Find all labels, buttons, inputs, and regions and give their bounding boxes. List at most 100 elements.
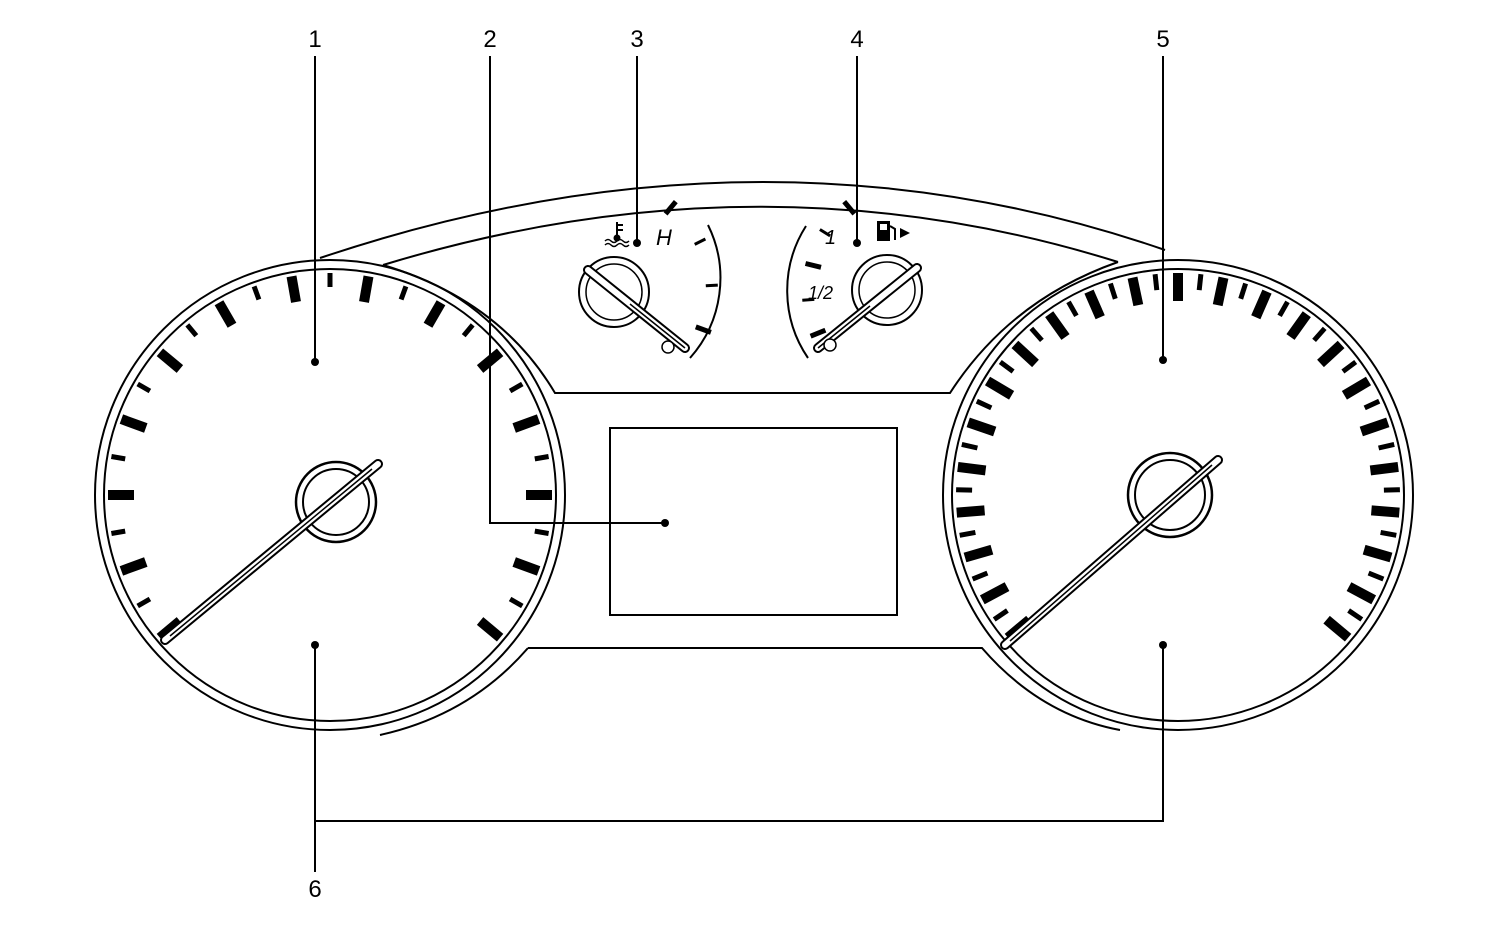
right-dial-tick — [998, 359, 1015, 374]
right-dial-outer-rim — [942, 259, 1414, 731]
left-dial-tick — [534, 528, 550, 536]
left-dial-tick — [286, 275, 301, 303]
right-dial-tick — [992, 608, 1009, 622]
fuel-gauge-tick — [802, 297, 815, 302]
fuel-gauge: 1 1/2 — [786, 200, 923, 359]
left-dial-tick — [185, 323, 199, 338]
left-dial-tick — [156, 348, 184, 373]
right-dial-tick — [1066, 300, 1079, 318]
temperature-gauge-tick — [694, 237, 707, 246]
right-dial — [942, 259, 1414, 731]
callout-label-1: 1 — [308, 26, 321, 53]
callout-label-2: 2 — [483, 26, 496, 53]
left-dial-tick — [214, 300, 237, 328]
right-dial-tick — [1251, 289, 1272, 320]
right-dial-tick — [1359, 417, 1390, 437]
right-dial-tick — [961, 441, 978, 451]
right-dial-tick — [1238, 282, 1248, 300]
right-dial-tick — [1362, 544, 1393, 563]
right-dial-tick — [1108, 282, 1118, 300]
fuel-gauge-tick — [804, 261, 822, 270]
right-dial-tick — [956, 505, 985, 518]
temperature-gauge-ticks — [663, 200, 718, 335]
fuel-gauge-tick — [809, 327, 827, 339]
right-dial-tick — [957, 461, 987, 476]
right-dial-tick — [1127, 276, 1144, 307]
left-dial-tick — [119, 557, 148, 576]
left-dial-tick — [461, 323, 475, 338]
callout-label-4: 4 — [850, 26, 863, 53]
right-dial-tick — [966, 417, 997, 437]
right-dial-tick — [1312, 326, 1327, 343]
left-dial-tick — [156, 617, 184, 642]
right-dial-tick — [1196, 273, 1204, 291]
left-dial-tick — [110, 528, 126, 536]
right-dial-tick — [1347, 608, 1364, 622]
left-dial-tick — [476, 617, 504, 642]
left-dial-tick — [508, 596, 524, 609]
right-dial-tick — [975, 398, 993, 411]
right-dial-tick — [1378, 441, 1395, 451]
fuel-gauge-tick — [819, 228, 831, 238]
left-dial-tick — [136, 596, 152, 609]
center-display — [609, 427, 898, 616]
right-dial-tick — [1323, 615, 1352, 642]
callout-label-3: 3 — [630, 26, 643, 53]
right-dial-tick — [1317, 340, 1345, 368]
right-dial-tick — [1152, 273, 1160, 291]
right-dial-tick — [1341, 376, 1372, 400]
callout-label-5: 5 — [1156, 26, 1169, 53]
right-dial-tick — [1363, 398, 1381, 411]
left-dial-tick — [423, 300, 446, 328]
right-dial-tick — [1084, 289, 1105, 320]
right-dial-tick — [1011, 340, 1039, 368]
left-dial-tick — [136, 381, 152, 394]
right-dial-tick — [1369, 461, 1399, 476]
left-dial-tick — [398, 285, 409, 301]
left-dial-tick-marks — [108, 273, 552, 642]
right-dial-tick — [1367, 570, 1385, 582]
left-dial-tick — [110, 454, 126, 462]
left-dial-tick — [512, 414, 541, 433]
temperature-gauge: H — [578, 200, 722, 359]
right-dial-tick — [963, 544, 994, 563]
right-dial-tick — [1341, 359, 1358, 374]
right-dial-tick — [1045, 311, 1070, 340]
right-dial-tick — [1371, 505, 1400, 518]
right-dial-tick — [1212, 276, 1229, 307]
left-dial-tick — [251, 285, 262, 301]
right-dial-tick — [1029, 326, 1044, 343]
fuel-full-label: 1 — [825, 227, 836, 249]
callout-lines — [314, 56, 1164, 872]
right-dial-tick — [979, 582, 1010, 605]
left-dial-needle — [160, 459, 383, 645]
right-dial-tick — [984, 376, 1015, 400]
callout-dots — [311, 239, 1167, 649]
temperature-hot-label: H — [656, 225, 672, 250]
callout-label-6: 6 — [308, 876, 321, 903]
right-dial-needle — [1000, 455, 1223, 650]
left-dial-tick — [119, 414, 148, 433]
left-dial-outer-rim — [94, 259, 566, 731]
right-dial-tick — [959, 529, 976, 538]
right-dial-tick — [1286, 311, 1311, 340]
temperature-gauge-tick — [705, 283, 718, 288]
left-dial-tick — [534, 454, 550, 462]
temperature-gauge-needle — [583, 265, 690, 353]
left-dial-tick — [512, 557, 541, 576]
fuel-pump-icon — [877, 221, 910, 241]
fuel-gauge-ticks — [802, 200, 857, 339]
fuel-half-label: 1/2 — [808, 283, 833, 303]
left-dial-tick — [508, 381, 524, 394]
left-dial-tick — [359, 275, 374, 303]
right-dial-tick — [1380, 529, 1397, 538]
fuel-gauge-tick — [842, 200, 857, 216]
coolant-temperature-icon — [604, 222, 630, 248]
right-dial-tick — [971, 570, 989, 582]
temperature-gauge-tick — [694, 324, 712, 335]
left-dial — [94, 259, 566, 731]
temperature-gauge-tick — [663, 200, 678, 216]
right-dial-tick — [1277, 300, 1290, 318]
right-dial-tick — [1346, 582, 1377, 605]
